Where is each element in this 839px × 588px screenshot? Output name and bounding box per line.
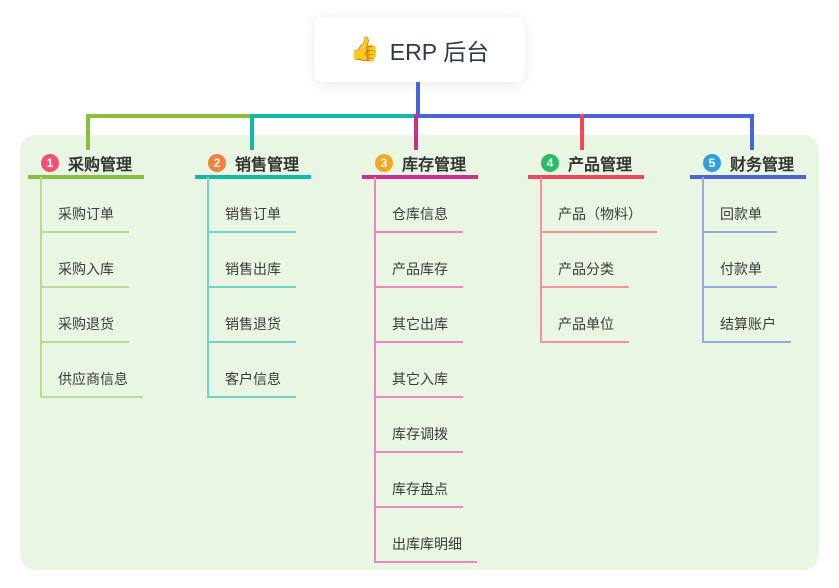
root-node: 👍 ERP 后台: [314, 17, 525, 82]
child-node: 产品库存: [374, 260, 463, 288]
branch-label: 库存管理: [402, 156, 467, 174]
child-node: 采购订单: [40, 205, 129, 233]
root-node-label: ERP 后台: [389, 38, 490, 65]
child-node: 出库库明细: [374, 535, 477, 563]
branch-trunk-line: [702, 177, 704, 343]
branch-trunk-line: [374, 177, 376, 563]
branch-label: 产品管理: [568, 156, 633, 174]
bus-segment-3: [414, 114, 754, 118]
child-node: 采购入库: [40, 260, 129, 288]
branches-panel: [20, 135, 819, 570]
child-node: 产品单位: [540, 315, 629, 343]
branch-number-badge: 1: [41, 153, 59, 172]
branch-drop-line-1: [86, 114, 90, 150]
child-node: 销售出库: [207, 260, 296, 288]
bus-segment-2: [250, 114, 418, 118]
thumbs-up-icon: 👍: [349, 35, 380, 63]
child-node: 付款单: [702, 260, 777, 288]
bus-segment-1: [86, 114, 254, 118]
branch-drop-line-2: [250, 114, 254, 150]
branch-trunk-line: [540, 177, 542, 343]
child-node: 其它出库: [374, 315, 463, 343]
root-drop-line: [416, 82, 420, 118]
child-node: 采购退货: [40, 315, 129, 343]
child-node: 库存盘点: [374, 480, 463, 508]
child-node: 客户信息: [207, 370, 296, 398]
child-node: 库存调拨: [374, 425, 463, 453]
branch-label: 采购管理: [68, 156, 133, 174]
branch-label: 销售管理: [235, 156, 300, 174]
child-node: 产品（物料）: [540, 205, 657, 233]
branch-drop-line-3: [414, 114, 418, 150]
branch-number-badge: 5: [703, 153, 721, 172]
branch-node-5: 5 财务管理: [690, 150, 806, 179]
branch-drop-line-5: [750, 114, 754, 150]
child-node: 产品分类: [540, 260, 629, 288]
branch-number-badge: 3: [375, 153, 393, 172]
branch-number-badge: 2: [208, 153, 226, 172]
child-node: 销售退货: [207, 315, 296, 343]
child-node: 其它入库: [374, 370, 463, 398]
branch-drop-line-4: [580, 114, 584, 150]
child-node: 结算账户: [702, 315, 791, 343]
child-node: 仓库信息: [374, 205, 463, 233]
child-node: 供应商信息: [40, 370, 143, 398]
branch-node-2: 2 销售管理: [195, 150, 311, 179]
branch-number-badge: 4: [541, 153, 559, 172]
child-node: 销售订单: [207, 205, 296, 233]
branch-label: 财务管理: [730, 156, 795, 174]
branch-node-4: 4 产品管理: [528, 150, 644, 179]
branch-node-1: 1 采购管理: [28, 150, 144, 179]
branch-node-3: 3 库存管理: [362, 150, 478, 179]
child-node: 回款单: [702, 205, 777, 233]
